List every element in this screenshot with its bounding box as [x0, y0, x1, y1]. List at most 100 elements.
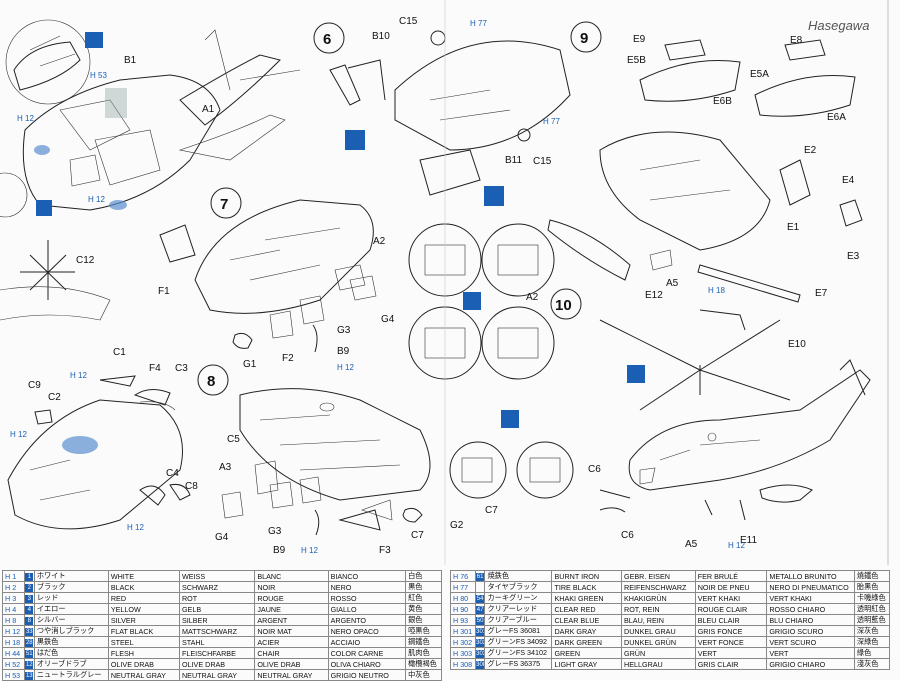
paint-number: 50: [475, 614, 486, 626]
name-japanese: はだ色: [33, 647, 109, 659]
name-japanese: レッド: [33, 592, 109, 604]
name-english: TIRE BLACK: [551, 581, 622, 593]
paint-number: 33: [24, 625, 35, 637]
name-italian: ACCIAIO: [327, 636, 407, 648]
paint-code: H 3: [1, 592, 26, 604]
name-italian: NERO: [327, 581, 407, 593]
part-e11: E11: [740, 535, 757, 546]
part-e7: E7: [815, 288, 828, 299]
name-german: HELLGRAU: [621, 658, 696, 670]
name-chinese: 淺灰色: [853, 658, 891, 670]
name-japanese: シルバー: [33, 614, 109, 626]
paint-code: H 76: [449, 570, 477, 582]
paint-number: 302: [475, 636, 486, 648]
paint-code: H 90: [449, 603, 477, 615]
name-french: ROUGE CLAIR: [694, 603, 768, 615]
part-c4: C4: [166, 468, 179, 479]
name-french: FER BRULÉ: [694, 570, 768, 582]
name-french: ROUGE: [254, 592, 329, 604]
part-a2-s7: A2: [373, 236, 386, 247]
name-italian: ARGENTO: [327, 614, 407, 626]
paint-number-badge: 302: [476, 639, 484, 647]
name-english: GREEN: [551, 647, 622, 659]
step-10: 10: [555, 297, 572, 314]
part-c1: C1: [113, 347, 126, 358]
part-c2: C2: [48, 392, 61, 403]
paint-number-badge: 47: [476, 606, 484, 614]
name-english: KHAKI GREEN: [551, 592, 622, 604]
paint-h12-d: H 12: [70, 371, 87, 380]
name-english: LIGHT GRAY: [551, 658, 622, 670]
step-8: 8: [207, 373, 215, 390]
paint-number-badge: 28: [25, 639, 34, 647]
paint-code: H 1: [1, 570, 26, 582]
name-chinese: 透明藍色: [853, 614, 891, 626]
name-chinese: 燒鐵色: [853, 570, 891, 582]
paint-number-badge: 1: [25, 573, 34, 581]
name-french: NOIR: [254, 581, 329, 593]
paint-number: 61: [475, 570, 486, 582]
name-english: BLACK: [107, 581, 180, 593]
name-english: CLEAR RED: [551, 603, 622, 615]
paint-number-badge: 61: [476, 573, 484, 581]
name-french: VERT: [694, 647, 768, 659]
step-7: 7: [220, 196, 228, 213]
name-english: FLAT BLACK: [107, 625, 180, 637]
name-german: OLIVE DRAB: [178, 658, 256, 670]
paint-number-badge: 301: [476, 628, 484, 636]
name-german: GELB: [178, 603, 256, 615]
paint-code: H 302: [449, 636, 477, 648]
paint-code: H 12: [1, 625, 26, 637]
paint-number-badge: 308: [476, 661, 484, 669]
paint-number-badge: 33: [25, 628, 34, 636]
name-english: OLIVE DRAB: [107, 658, 180, 670]
part-b11: B11: [505, 155, 522, 166]
paint-number-badge: 51: [25, 650, 34, 658]
name-japanese: オリーブドラブ: [33, 658, 109, 670]
name-english: DARK GRAY: [551, 625, 622, 637]
name-chinese: 銀色: [405, 614, 442, 626]
step-6-circle: [313, 22, 345, 54]
name-german: WEISS: [178, 570, 256, 582]
name-french: GRIS CLAIR: [694, 658, 768, 670]
paint-h12-h: H 12: [728, 541, 745, 550]
paint-number-badge: 13: [25, 672, 34, 680]
name-german: BLAU, REIN: [621, 614, 696, 626]
name-french: NOIR DE PNEU: [694, 581, 768, 593]
part-a5-s10: A5: [685, 539, 698, 550]
paint-code: H 80: [449, 592, 477, 604]
paint-number-badge: 50: [476, 617, 484, 625]
name-german: NEUTRAL GRAY: [178, 669, 256, 681]
paint-h53: H 53: [90, 71, 107, 80]
name-english: WHITE: [107, 570, 180, 582]
part-f3: F3: [379, 545, 391, 556]
part-g1: G1: [243, 359, 257, 370]
paint-number: 51: [24, 647, 35, 659]
name-chinese: 深綠色: [853, 636, 891, 648]
part-b9-s7: B9: [337, 346, 350, 357]
name-japanese: グレーFS 36081: [484, 625, 553, 637]
name-english: YELLOW: [107, 603, 180, 615]
part-a3: A3: [219, 462, 232, 473]
name-french: NEUTRAL GRAY: [254, 669, 329, 681]
name-english: STEEL: [107, 636, 180, 648]
part-c3: C3: [175, 363, 188, 374]
name-japanese: イエロー: [33, 603, 109, 615]
name-english: SILVER: [107, 614, 180, 626]
part-e9: E9: [633, 34, 646, 45]
name-german: REIFENSCHWARZ: [621, 581, 696, 593]
name-japanese: ニュートラルグレー: [33, 669, 109, 681]
part-e5b: E5B: [627, 55, 646, 66]
paint-number: 3: [24, 592, 35, 604]
paint-h12-e: H 12: [10, 430, 27, 439]
name-japanese: クリアーレッド: [484, 603, 553, 615]
name-italian: BIANCO: [327, 570, 407, 582]
part-e10: E10: [788, 339, 806, 350]
part-e6b: E6B: [713, 96, 732, 107]
